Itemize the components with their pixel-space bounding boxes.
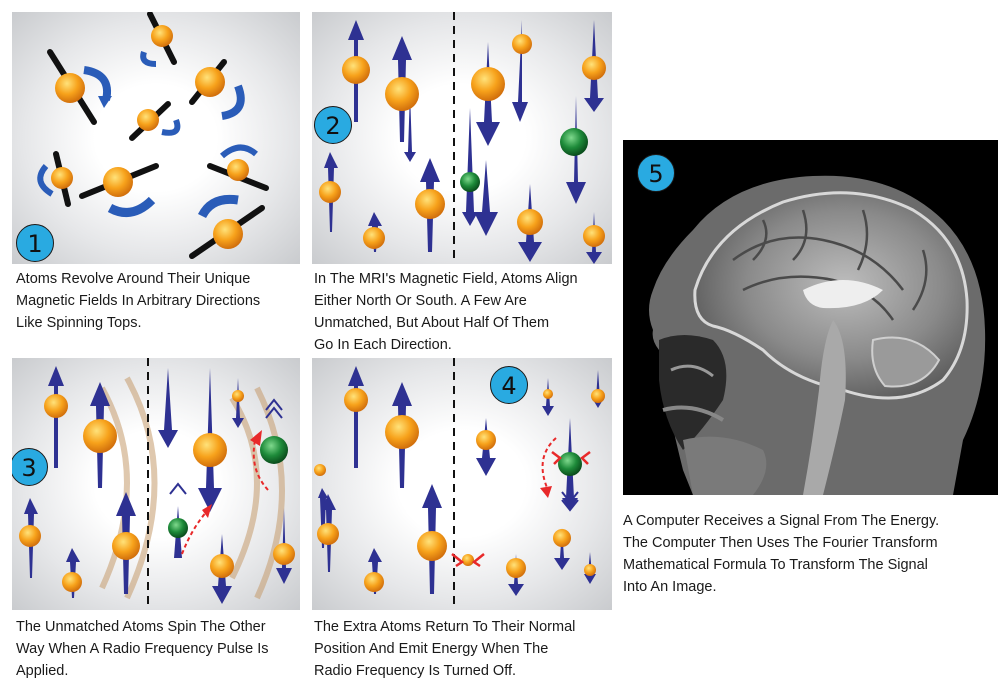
caption-line: Magnetic Fields In Arbitrary Directions xyxy=(16,293,261,309)
step-5-caption: A Computer Receives a Signal From The En… xyxy=(623,510,939,598)
caption-line: The Computer Then Uses The Fourier Trans… xyxy=(623,535,938,551)
caption-line: Mathematical Formula To Transform The Si… xyxy=(623,557,928,573)
panel-3-illustration xyxy=(19,358,295,610)
caption-line: The Extra Atoms Return To Their Normal xyxy=(314,619,576,635)
step-badge-5: 5 xyxy=(637,154,675,192)
aligned-atoms xyxy=(319,34,606,249)
caption-line: Applied. xyxy=(16,663,69,679)
step-1-caption: Atoms Revolve Around Their Unique Magnet… xyxy=(16,268,260,334)
step-badge-1: 1 xyxy=(16,224,54,262)
step-badge-4: 4 xyxy=(490,366,528,404)
returning-atoms xyxy=(314,388,605,592)
panel-2-illustration xyxy=(319,12,606,264)
panel-1-random-spins: 1 xyxy=(12,12,300,264)
rf-pulse-atoms xyxy=(19,390,295,592)
step-4-caption: The Extra Atoms Return To Their Normal P… xyxy=(314,616,575,682)
caption-line: Like Spinning Tops. xyxy=(16,315,142,331)
caption-line: The Unmatched Atoms Spin The Other xyxy=(16,619,266,635)
spinning-atom xyxy=(140,12,177,67)
spinning-atom xyxy=(189,59,245,120)
mri-sagittal-scan xyxy=(649,175,986,495)
caption-line: Way When A Radio Frequency Pulse Is xyxy=(16,641,269,657)
step-2-caption: In The MRI's Magnetic Field, Atoms Align… xyxy=(314,268,578,356)
caption-line: Into An Image. xyxy=(623,579,717,595)
spinning-atom xyxy=(189,194,265,259)
caption-line: Go In Each Direction. xyxy=(314,337,452,353)
panel-3-rf-pulse: 3 xyxy=(12,358,300,610)
step-badge-3: 3 xyxy=(12,448,48,486)
caption-line: Position And Emit Energy When The xyxy=(314,641,549,657)
caption-line: Radio Frequency Is Turned Off. xyxy=(314,663,517,679)
caption-line: Unmatched, But About Half Of Them xyxy=(314,315,550,331)
caption-line: Either North Or South. A Few Are xyxy=(314,293,527,309)
caption-line: A Computer Receives a Signal From The En… xyxy=(623,513,940,529)
panel-4-illustration xyxy=(314,358,605,610)
spinning-atom xyxy=(207,144,269,191)
spinning-atom xyxy=(37,151,73,207)
spinning-atom xyxy=(129,101,181,141)
panel-4-energy-emission: 4 xyxy=(312,358,612,610)
mri-brain-image: 5 xyxy=(623,140,998,495)
caption-line: In The MRI's Magnetic Field, Atoms Align xyxy=(314,271,578,287)
panel-1-illustration xyxy=(37,12,269,259)
caption-line: Atoms Revolve Around Their Unique xyxy=(16,271,251,287)
spinning-atom xyxy=(79,163,159,217)
spinning-atom xyxy=(47,49,112,125)
panel-2-aligned-spins: 2 xyxy=(312,12,612,264)
step-3-caption: The Unmatched Atoms Spin The Other Way W… xyxy=(16,616,269,682)
step-badge-2: 2 xyxy=(314,106,352,144)
